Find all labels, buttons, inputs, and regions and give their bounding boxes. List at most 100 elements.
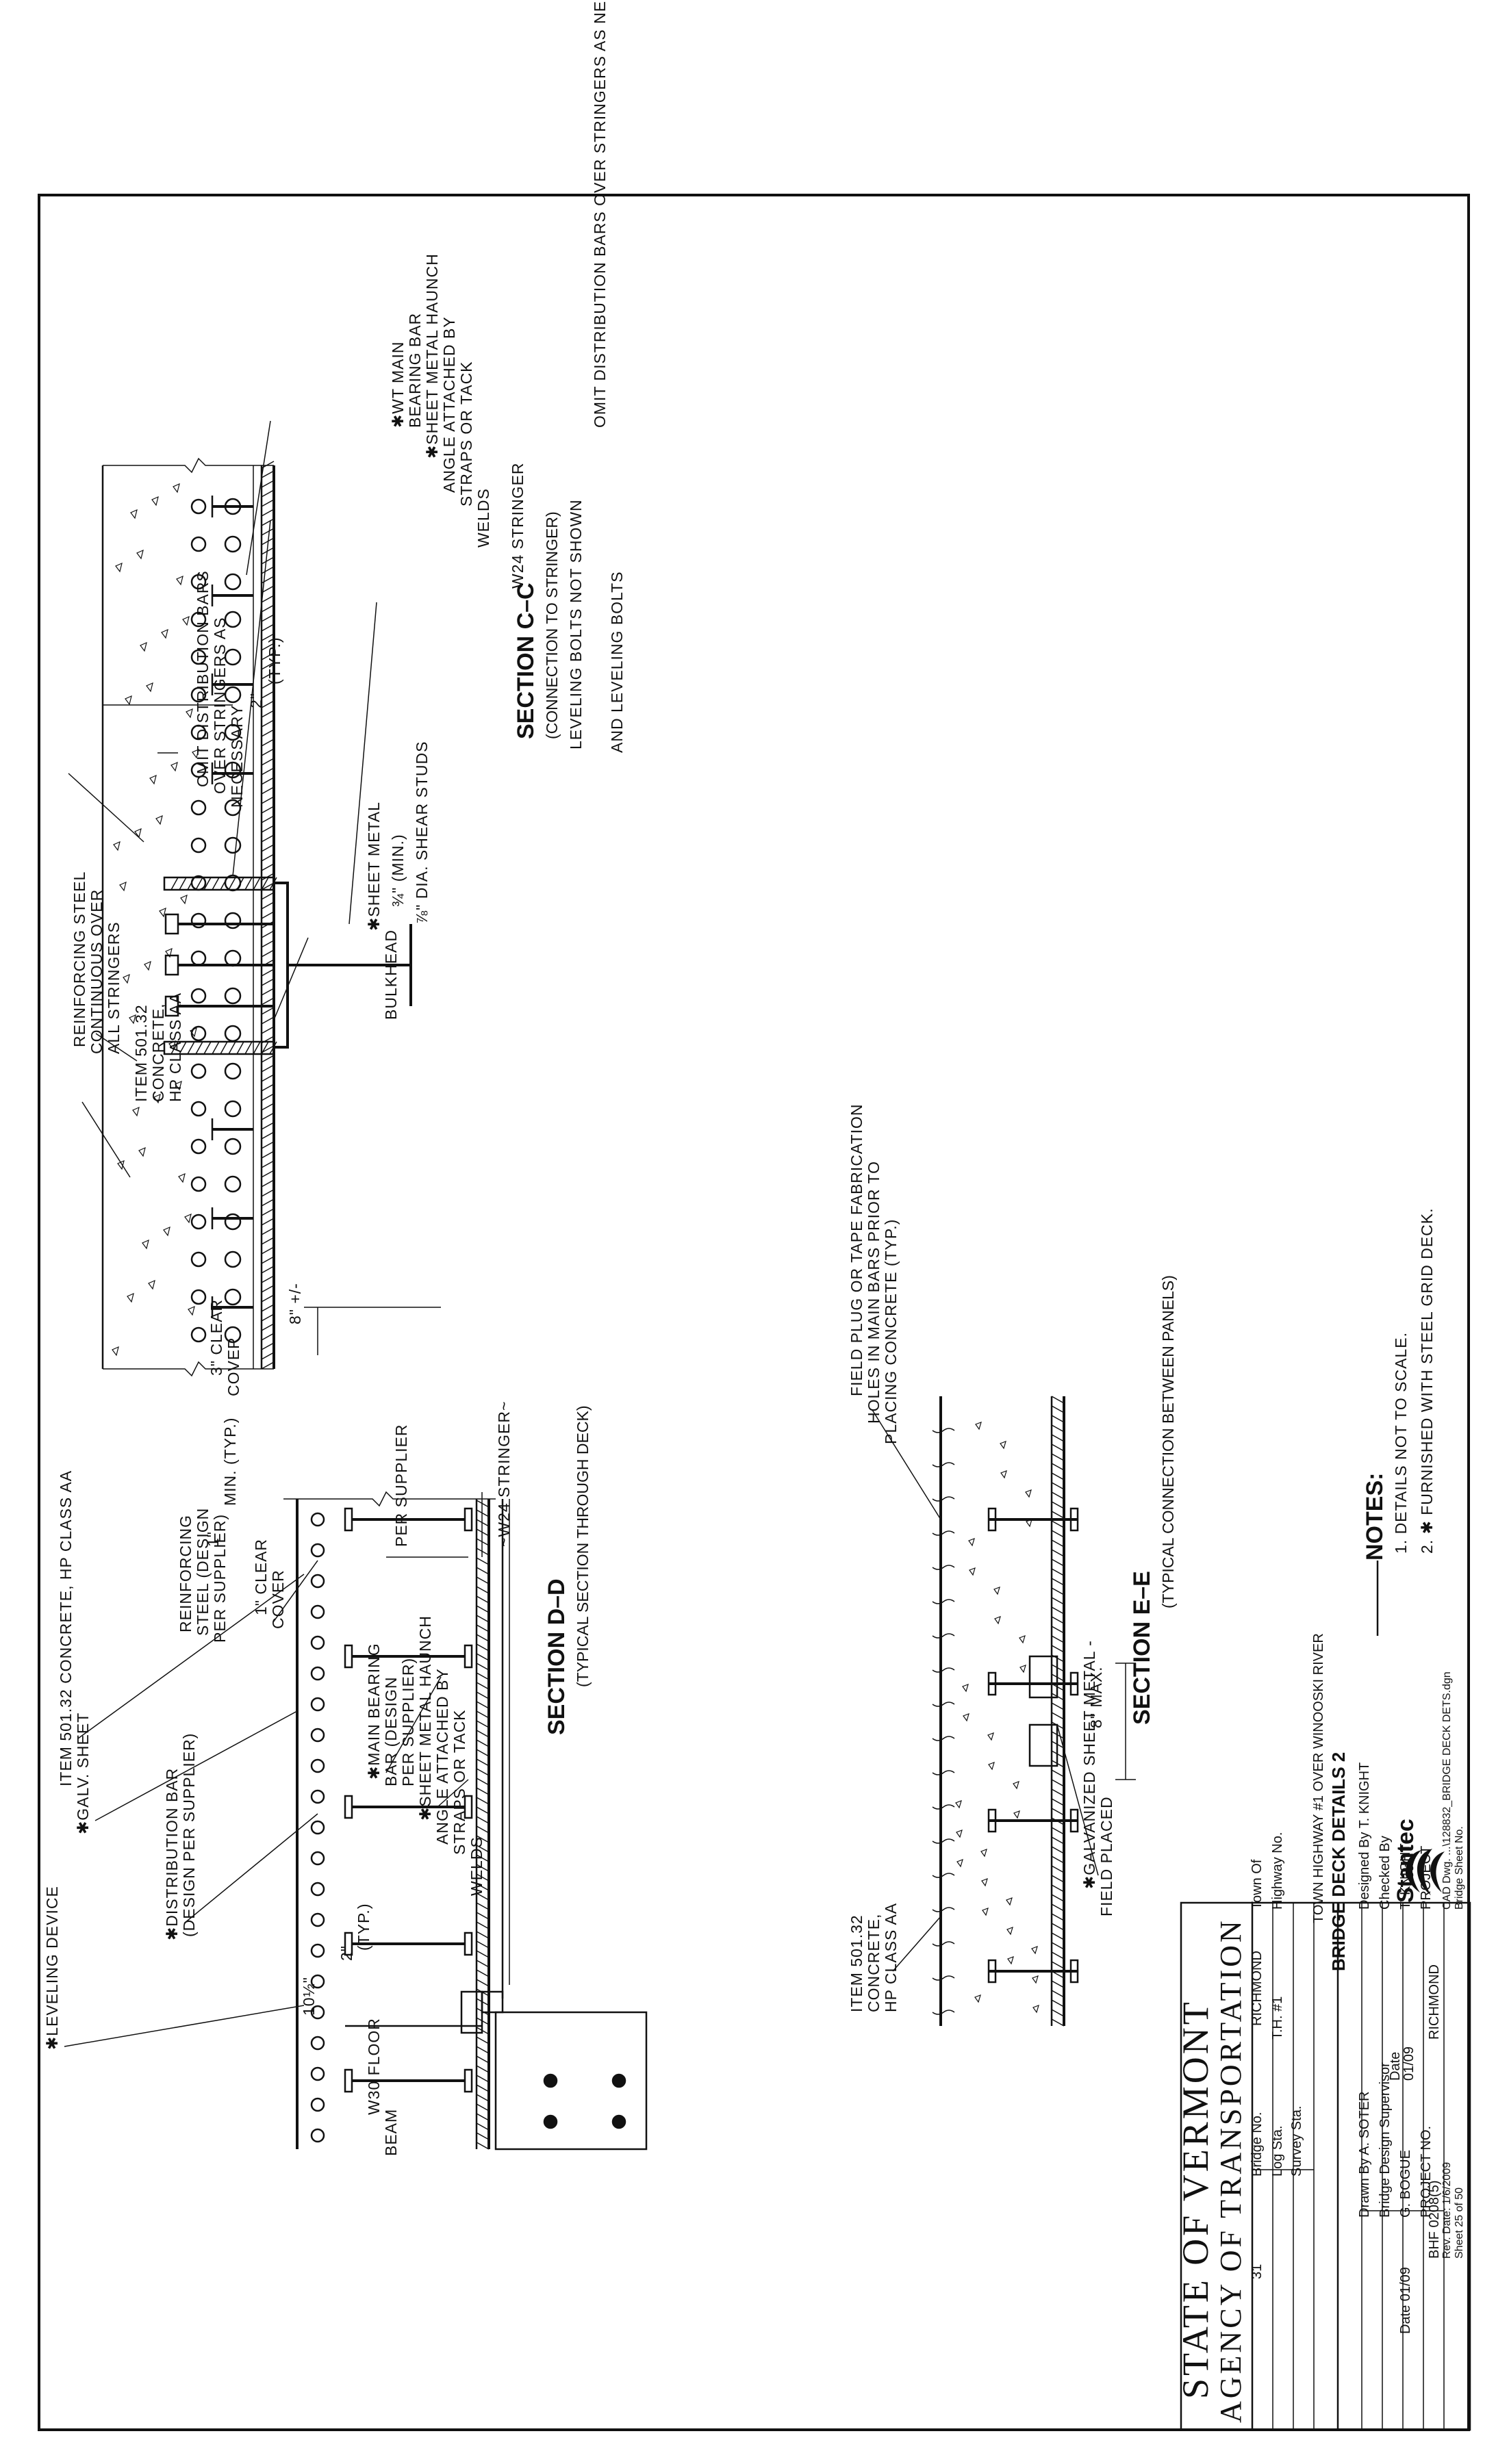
dd-hatch [476,1883,490,1891]
ee-hatch [1051,1894,1065,1902]
cc-haunch-label: ✱SHEET METAL HAUNCH [423,253,441,459]
ee-aggregate [1019,1635,1026,1644]
ee-hatch [1051,1990,1065,1998]
cc-aggregate [159,907,166,918]
dd-rebar [310,1912,325,1927]
ee-aggregate [1006,1897,1013,1906]
ee-aggregate [1031,1946,1038,1955]
dd-hatch [476,1787,490,1795]
ee-hatch [1051,1626,1065,1634]
dd-hatch [476,1768,490,1776]
dd-haunch-3: STRAPS OR TACK [451,1709,468,1855]
cc-hatch [261,1275,275,1283]
dd-reinf: REINFORCING [177,1515,194,1632]
dd-bearing-top [344,1644,353,1669]
cc-rebar [224,686,242,704]
dd-rebar [310,2128,325,2143]
dd-leader [94,1710,298,1821]
cc-wt-label-2: BEARING BAR [406,313,424,428]
ee-hatch [1051,1463,1065,1471]
cc-hatch [261,1112,275,1120]
tb-sheet-of: Sheet 25 of 50 [1454,2187,1465,2259]
ee-leader [1056,1724,1099,1876]
ee-aggregate [1032,1975,1039,1984]
dd-rebar [310,1543,325,1558]
ee-aggregate [956,1859,963,1868]
dd-hatch [476,1691,490,1699]
ee-galv: ✱GALVANIZED SHEET METAL - [1080,1640,1098,1889]
cc-wt-label: ✱WT MAIN [389,341,407,428]
cc-title: SECTION C–C [513,582,539,739]
cc-hatch [261,1093,275,1101]
dd-leader [385,1676,442,1773]
cc-hatch [261,1198,275,1207]
cc-aggregate [173,483,180,493]
dd-hatch [476,1749,490,1757]
cc-aggregate [184,1213,192,1224]
note-1: 1. DETAILS NOT TO SCALE. [1392,1332,1410,1554]
dd-leader [64,2005,305,2047]
cc-rebar-top [190,1025,207,1042]
cc-hatch [261,1083,275,1092]
dd-bearing-bottom [464,1932,473,1956]
dd-hatch [476,1605,490,1613]
dd-dim2: 2" [338,1945,355,1961]
sheet-border [38,194,1470,2431]
dd-dim2-2: (TYP.) [355,1903,372,1951]
dd-hatch [476,1528,490,1537]
ee-rebar [932,1736,955,1741]
dd-hatch [476,1940,490,1949]
ee-aggregate [1019,1665,1026,1673]
cc-aggregate [180,894,188,905]
cc-aggregate [151,496,159,506]
dd-clear1-2: COVER [269,1569,287,1629]
title-block: STATE OF VERMONT AGENCY OF TRANSPORTATIO… [1175,1633,1471,2431]
cc-hatch [261,1323,275,1331]
cc-hatch [261,1218,275,1226]
tb-town-value: RICHMOND [1250,1951,1265,2026]
ee-hatch [1051,1491,1065,1500]
ee-rebar [932,1667,955,1673]
cc-rebar [224,1100,242,1118]
cc-haunch-hatch [253,877,261,890]
ee-bearing-top [987,1808,997,1833]
notes-heading: NOTES: [1362,1473,1388,1561]
cc-aggregate [170,761,178,772]
dd-rebar [310,1943,325,1958]
cc-haunch-hatch [228,877,236,890]
cc-hatch [261,1122,275,1130]
cc-hatch [261,901,275,910]
dd-leader [183,1813,318,1924]
dd-bolt [611,2114,626,2129]
ee-hatch [1051,1827,1065,1835]
cc-item-label-2: CONCRETE, [149,1003,167,1102]
cc-omit-label-3: NECESSARY [228,705,246,808]
dd-hatch [476,1595,490,1604]
ee-hatch [1051,1587,1065,1595]
cc-aggregate [182,615,190,626]
cc-hatch [261,1170,275,1178]
dd-bearing-top [344,1507,353,1532]
cc-rebar [224,912,242,929]
ee-aggregate [955,1800,962,1809]
ee-hatch [1051,1980,1065,1988]
ee-hatch [1051,1520,1065,1528]
cc-hatch [261,1237,275,1245]
cc-hatch [261,930,275,938]
cc-rebar-top [190,1063,207,1079]
cc-hatch [261,863,275,871]
dd-rebar [310,1728,325,1743]
ee-aggregate [969,1567,976,1576]
cc-haunch-label-3: STRAPS OR TACK [457,361,475,506]
cc-aggregate [134,827,142,838]
cc-hatch [261,604,275,613]
dd-dist-2: (DESIGN PER SUPPLIER) [180,1733,198,1937]
dd-bearing-top [344,2068,353,2093]
dd-break-line [283,1491,496,1507]
ee-aggregate [1000,1441,1006,1450]
cc-bulkhead-label-2: BULKHEAD [382,929,400,1020]
cc-hatch [261,949,275,958]
cc-stringer-label: W24 STRINGER [509,462,527,589]
dd-leader [77,1574,305,1739]
ee-max8: 8" MAX. [1087,1666,1105,1728]
